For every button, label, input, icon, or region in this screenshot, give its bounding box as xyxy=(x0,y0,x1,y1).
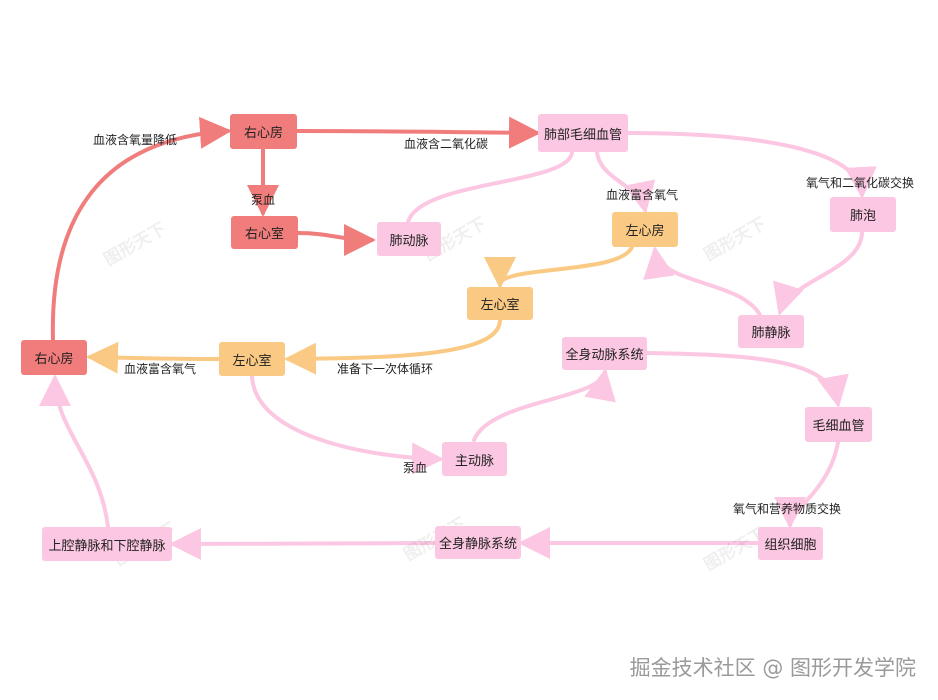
node-alveoli[interactable]: 肺泡 xyxy=(830,197,896,232)
node-right-atrium-top[interactable]: 右心房 xyxy=(230,114,297,149)
node-left-atrium[interactable]: 左心房 xyxy=(612,212,678,247)
node-pulmonary-artery[interactable]: 肺动脉 xyxy=(377,222,441,256)
edge-right-atrium-to-capillaries xyxy=(295,116,541,149)
edge-alveoli-to-pulmonary-vein xyxy=(773,230,864,316)
edge-label-blood-rich-o2-top: 血液富含氧气 xyxy=(606,188,679,202)
edge-right-ventricle-to-pulmonary-artery xyxy=(296,223,376,256)
node-capillaries[interactable]: 毛细血管 xyxy=(805,407,872,442)
edge-right-atrium-left-to-top xyxy=(50,116,232,342)
edge-capillaries-to-alveoli xyxy=(626,131,877,199)
edge-aorta-to-systemic-arteries xyxy=(472,368,616,442)
edge-left-ventricle-to-aorta xyxy=(250,374,444,475)
edge-label-nutrient-exchange: 氧气和营养物质交换 xyxy=(733,502,842,516)
edge-label-gas-exchange: 氧气和二氧化碳交换 xyxy=(806,176,915,190)
node-right-atrium-left[interactable]: 右心房 xyxy=(21,340,87,375)
edge-label-pump-right: 泵血 xyxy=(251,193,276,207)
footer-credit: 掘金技术社区 @ 图形开发学院 xyxy=(629,656,916,680)
edge-left-ventricle-mid-to-low xyxy=(284,318,502,375)
node-systemic-veins[interactable]: 全身静脉系统 xyxy=(435,526,521,559)
node-systemic-arteries[interactable]: 全身动脉系统 xyxy=(562,337,647,370)
edge-label-oxygen-reduced: 血液含氧量降低 xyxy=(93,133,178,147)
node-pulmonary-capillaries[interactable]: 肺部毛细血管 xyxy=(538,114,628,152)
edge-label-blood-rich-o2-left: 血液富含氧气 xyxy=(124,362,197,376)
node-left-ventricle-low[interactable]: 左心室 xyxy=(219,342,285,376)
edge-capillaries-to-left-atrium xyxy=(595,150,656,214)
edge-vena-cava-to-right-atrium xyxy=(39,374,110,529)
edge-capillaries-to-tissue xyxy=(774,440,840,529)
node-pulmonary-vein[interactable]: 肺静脉 xyxy=(738,315,804,348)
edge-systemic-veins-to-vena-cava xyxy=(169,527,436,560)
node-tissue-cells[interactable]: 组织细胞 xyxy=(758,527,823,560)
edge-label-pump-left: 泵血 xyxy=(403,461,428,475)
edge-pulmonary-vein-to-left-atrium xyxy=(643,246,762,317)
edge-left-ventricle-low-to-right-atrium xyxy=(86,341,220,374)
edge-pulmonary-artery-to-capillaries xyxy=(406,150,574,224)
node-left-ventricle-mid[interactable]: 左心室 xyxy=(467,287,533,320)
edge-left-atrium-to-left-ventricle-mid xyxy=(484,245,634,289)
node-vena-cava[interactable]: 上腔静脉和下腔静脉 xyxy=(42,527,172,561)
edge-label-next-cycle: 准备下一次体循环 xyxy=(337,362,434,376)
edge-label-blood-co2: 血液含二氧化碳 xyxy=(404,137,489,151)
edge-systemic-arteries-to-capillaries xyxy=(645,351,849,408)
node-right-ventricle[interactable]: 右心室 xyxy=(231,216,298,249)
node-aorta[interactable]: 主动脉 xyxy=(442,442,507,476)
